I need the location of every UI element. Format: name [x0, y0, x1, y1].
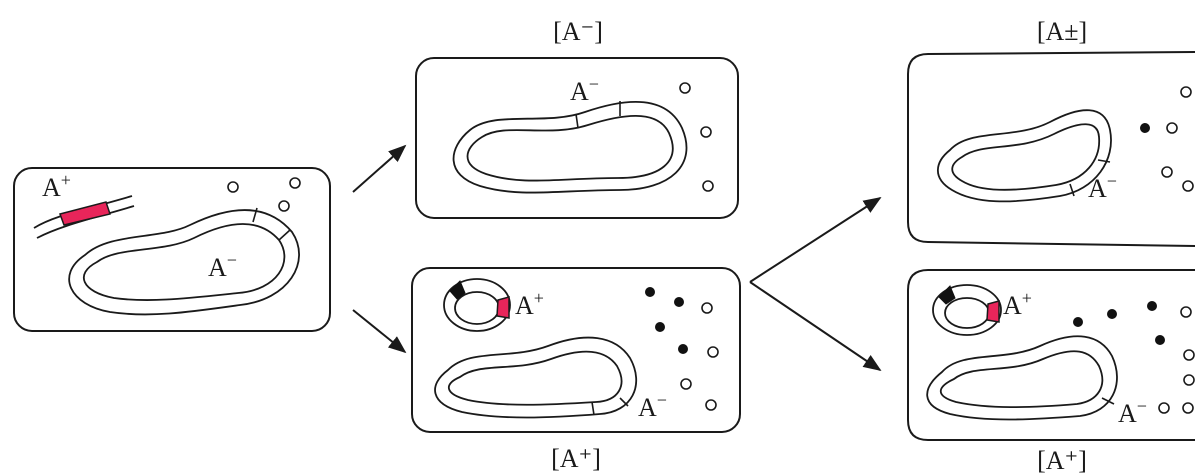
cell-bottom-middle-wall — [411, 267, 741, 433]
arrow-to-bottom-right — [749, 281, 882, 372]
plasmid-marker-black — [938, 285, 956, 305]
chromosome-gene-label: A− — [208, 250, 237, 282]
open-markers — [680, 302, 719, 411]
phenotype-label-bottom-right: [A⁺] — [1037, 446, 1087, 475]
arrow-to-top-right — [749, 197, 882, 283]
chromosome — [936, 109, 1112, 203]
chromosome — [68, 207, 300, 316]
filled-markers — [1140, 123, 1150, 133]
donor-dna-fragment — [33, 195, 135, 239]
open-markers — [1158, 306, 1195, 414]
cell-bottom-right: A+ A− [A⁺] — [907, 269, 1195, 475]
chromosome — [452, 101, 688, 194]
cell-top-middle-wall — [415, 57, 739, 219]
cell-bottom-middle: A+ A− [A⁺] — [411, 267, 741, 473]
plasmid-gene-label: A+ — [1003, 288, 1032, 320]
open-markers — [679, 82, 714, 192]
filled-markers — [645, 287, 688, 354]
chromosome — [926, 335, 1118, 421]
gene-a-plus-segment — [986, 300, 1000, 323]
plasmid-marker-black — [449, 280, 466, 300]
open-markers — [1161, 86, 1194, 192]
chromosome-gene-label: A− — [570, 74, 599, 106]
arrow-to-top-middle — [352, 144, 407, 193]
cell-top-right: [A±] A− — [907, 17, 1195, 247]
gene-a-plus-segment — [496, 296, 510, 319]
phenotype-label-top-right: [A±] — [1037, 17, 1087, 46]
cell-start: A+ A− — [13, 167, 331, 332]
cell-top-middle: [A⁻] A− — [415, 17, 739, 219]
chromosome-gene-label: A− — [1088, 171, 1117, 203]
chromosome-gene-label: A− — [638, 390, 667, 422]
plasmid-gene-label: A+ — [42, 170, 71, 202]
branch-arrows — [749, 197, 882, 372]
cell-top-right-wall — [907, 51, 1195, 247]
plasmid — [443, 278, 511, 332]
open-markers — [227, 177, 301, 212]
chromosome-gene-label: A− — [1118, 396, 1147, 428]
filled-markers — [1073, 301, 1165, 345]
chromosome — [434, 336, 638, 419]
gene-a-plus-segment — [59, 201, 111, 226]
phenotype-label-top-middle: [A⁻] — [553, 17, 603, 46]
phenotype-label-bottom-middle: [A⁺] — [551, 444, 601, 473]
plasmid — [932, 284, 1002, 336]
arrow-to-bottom-middle — [352, 309, 407, 354]
plasmid-gene-label: A+ — [515, 288, 544, 320]
